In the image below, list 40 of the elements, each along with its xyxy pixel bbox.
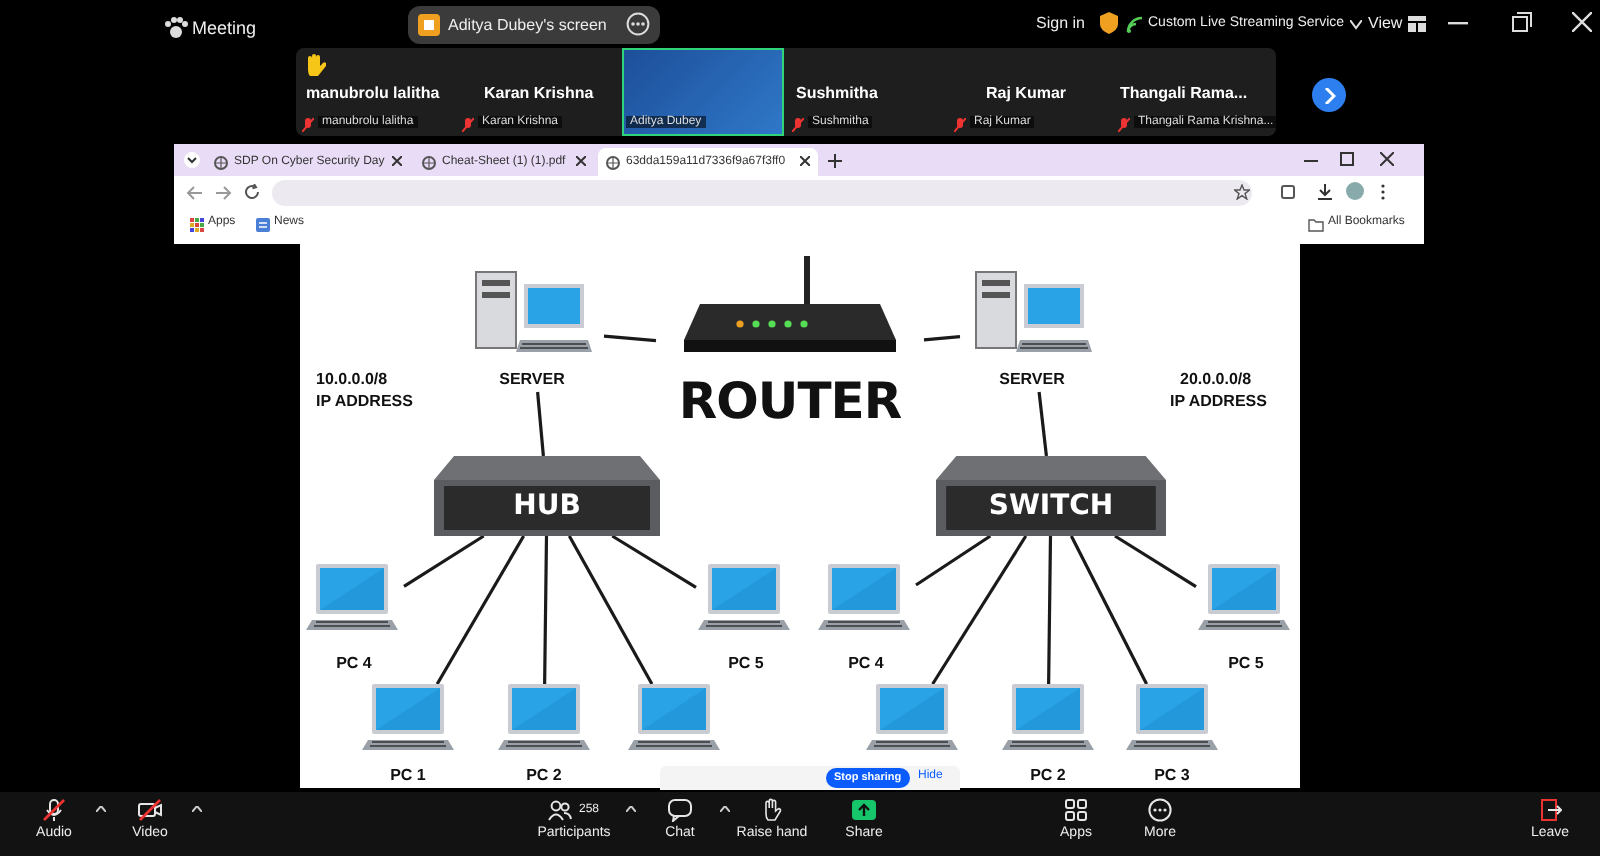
device-label: SERVER (497, 370, 567, 388)
participant-name: manubrolu lalitha (306, 84, 440, 102)
network-cable (1114, 534, 1197, 589)
device-title: SWITCH (986, 490, 1116, 522)
network-cable (923, 334, 961, 342)
meeting-menu-label: Meeting (192, 18, 257, 38)
device-title: ROUTER (676, 372, 904, 430)
network-cable (1047, 535, 1053, 685)
sign-in-button: Sign in (1036, 14, 1085, 32)
network-cable (543, 535, 549, 685)
device-label: PC 4 (334, 654, 374, 672)
device-label: PC 4 (846, 654, 886, 672)
network-cable (603, 334, 657, 343)
network-cable (403, 534, 485, 588)
device-label: PC 2 (1028, 766, 1068, 784)
device-label: PC 5 (1226, 654, 1266, 672)
network-cable (536, 391, 545, 457)
participant-name: Sushmitha (796, 84, 878, 102)
network-cable (915, 534, 992, 587)
device-label: PC 3 (1152, 766, 1192, 784)
participant-name: Thangali Rama... (1120, 84, 1248, 102)
network-cable (611, 534, 697, 589)
network-cable (567, 535, 654, 685)
view-button: View (1368, 14, 1403, 32)
ip-address-label: IP ADDRESS (316, 392, 413, 410)
network-cable (1037, 391, 1048, 457)
ip-address-label: IP ADDRESS (1170, 392, 1267, 410)
participant-name: Raj Kumar (986, 84, 1067, 102)
ip-address-label: 10.0.0.0/8 (316, 370, 388, 388)
device-label: PC 2 (524, 766, 564, 784)
device-label: PC 5 (726, 654, 766, 672)
shared-screen-title: Aditya Dubey's screen (448, 16, 607, 34)
device-label: PC 1 (388, 766, 428, 784)
device-title: HUB (511, 490, 583, 522)
participant-name: Karan Krishna (484, 84, 594, 102)
network-cable (435, 535, 526, 685)
network-cable (1069, 535, 1148, 685)
ip-address-label: 20.0.0.0/8 (1180, 370, 1252, 388)
network-cable (931, 535, 1028, 685)
device-label: SERVER (997, 370, 1067, 388)
